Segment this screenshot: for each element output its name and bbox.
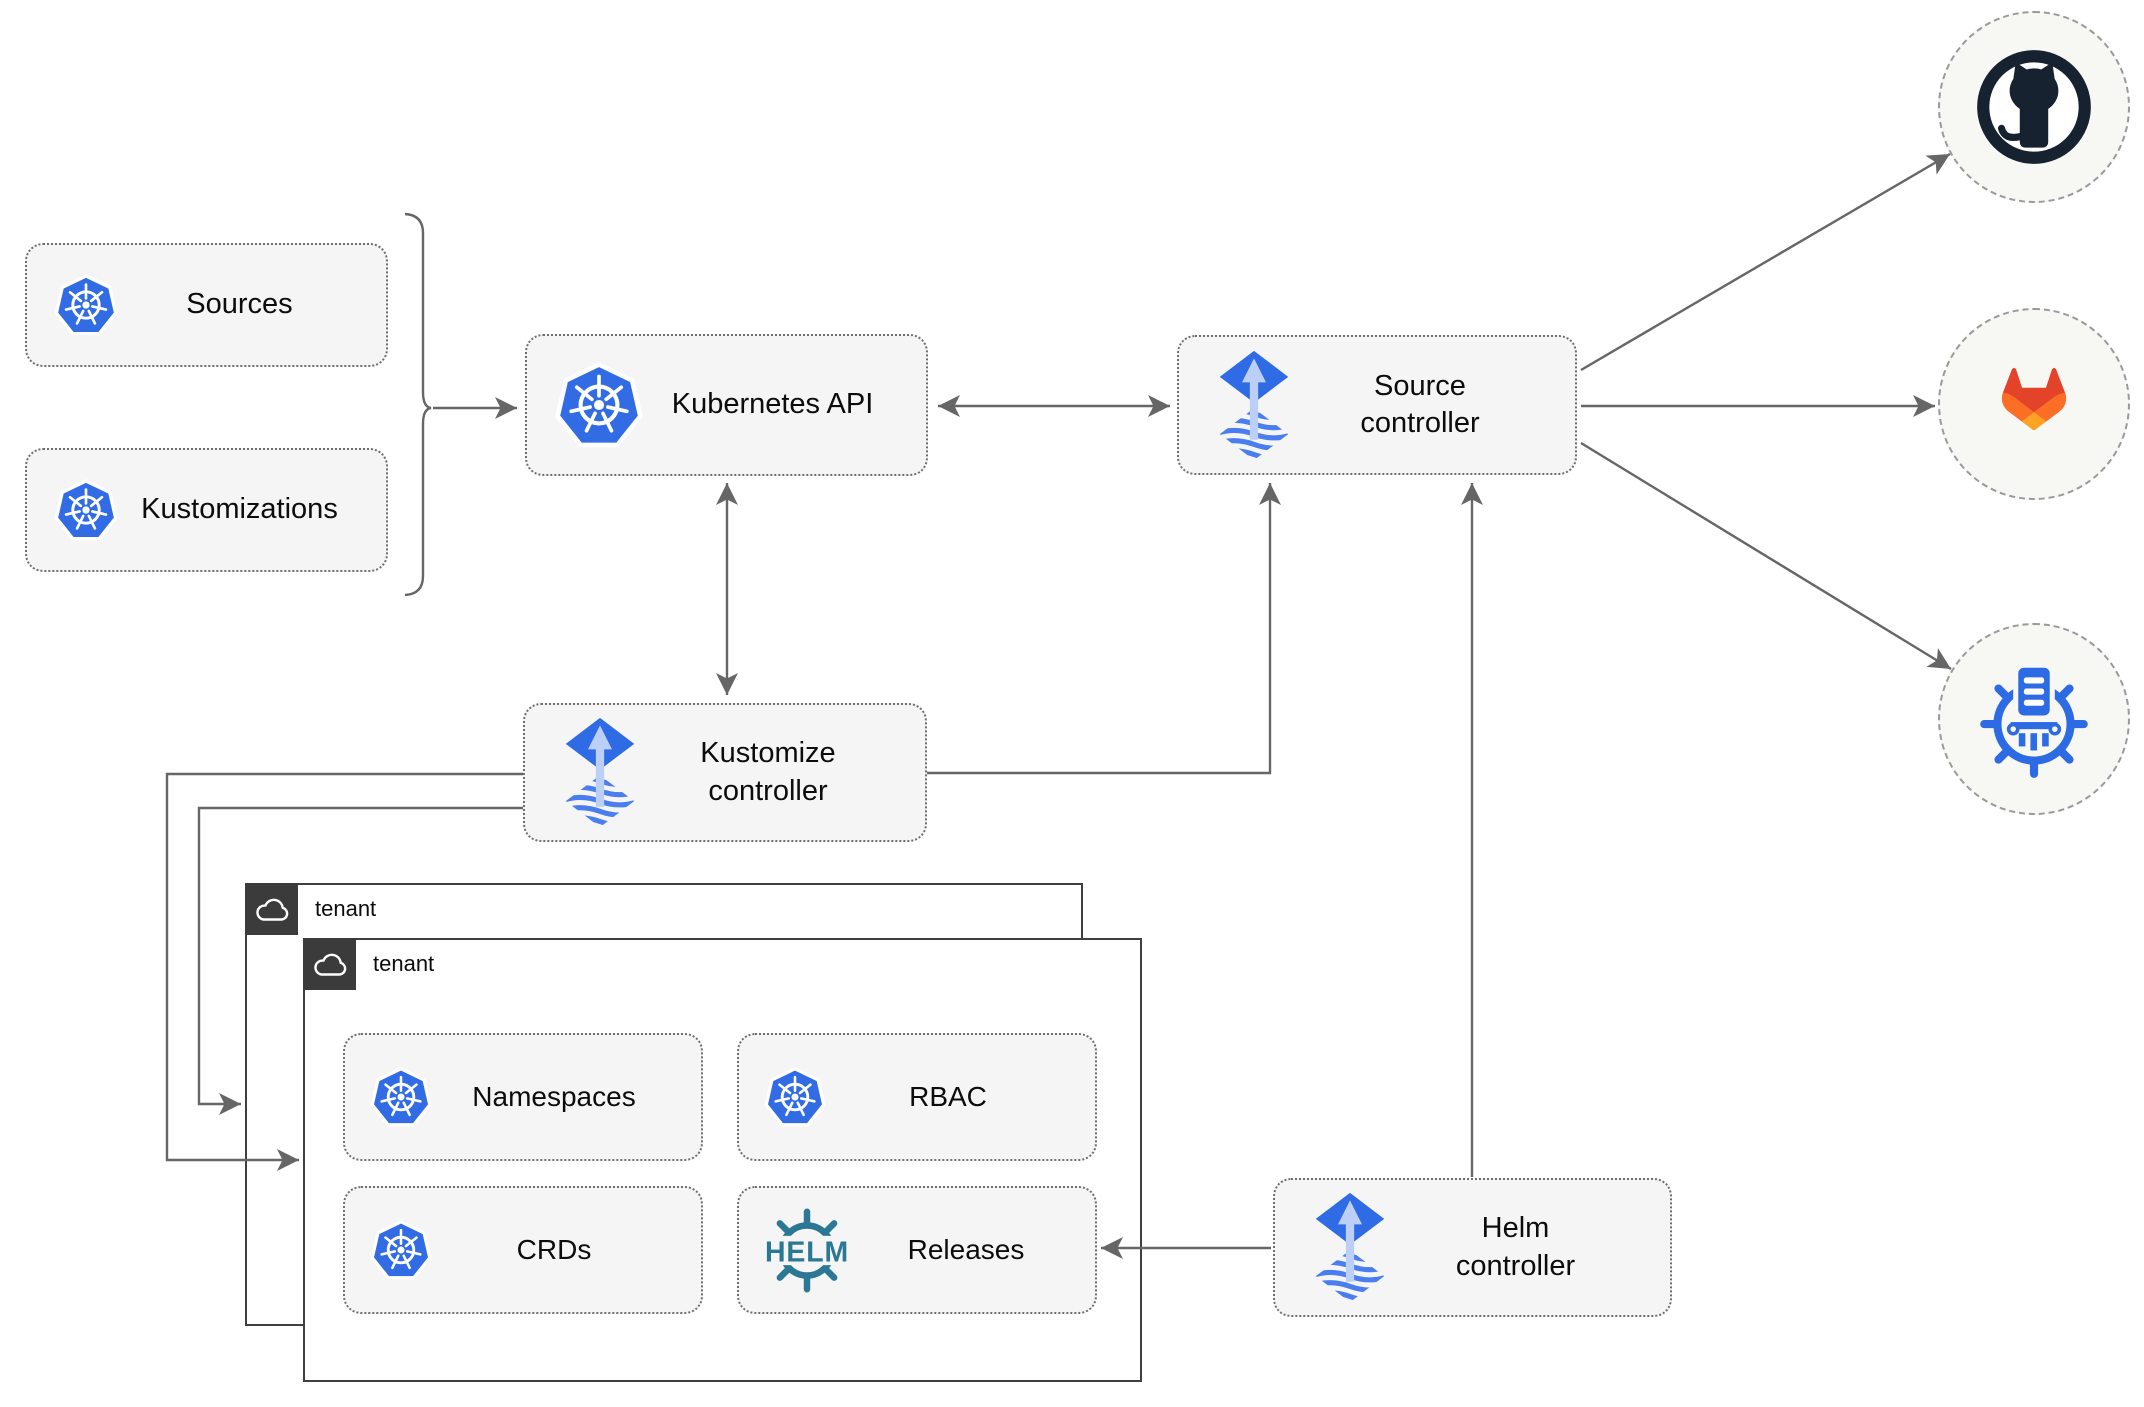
node-kustomizations: Kustomizations	[25, 448, 388, 572]
provider-github	[1938, 11, 2130, 203]
node-label: Releases	[907, 1234, 1025, 1266]
node-label: Helm controller	[1455, 1212, 1576, 1282]
node-label: Namespaces	[472, 1081, 636, 1113]
node-label: Kustomize controller	[700, 737, 836, 807]
edge-kustomize-to-source-controller	[927, 483, 1281, 775]
cloud-icon	[255, 898, 288, 921]
kubernetes-icon	[53, 272, 119, 338]
node-sources: Sources	[25, 243, 388, 367]
node-namespaces: Namespaces	[343, 1033, 703, 1161]
tenant-tag	[303, 938, 356, 990]
kubernetes-icon	[553, 359, 645, 451]
helm-logo-text: HELM	[765, 1236, 849, 1268]
gitlab-icon	[2001, 368, 2067, 430]
node-label: Source controller	[1360, 369, 1480, 439]
node-label: RBAC	[909, 1081, 987, 1113]
flux-icon	[1313, 1191, 1387, 1304]
node-kustomize-controller: Kustomize controller	[523, 703, 927, 842]
node-kubernetes-api: Kubernetes API	[525, 334, 928, 476]
tenant-tag	[245, 883, 298, 935]
grouping-bracket	[404, 212, 432, 597]
helm-icon: HELM	[751, 1203, 863, 1298]
node-label: CRDs	[516, 1234, 592, 1266]
flux-icon	[1217, 349, 1291, 462]
chartmuseum-icon	[1980, 662, 2088, 778]
kubernetes-icon	[53, 477, 119, 543]
provider-gitlab	[1938, 308, 2130, 500]
node-label: Sources	[186, 288, 293, 321]
tenant-label: tenant	[373, 951, 435, 976]
kubernetes-icon	[369, 1065, 433, 1129]
node-releases: HELM Releases	[737, 1186, 1097, 1314]
tenant-label: tenant	[315, 896, 377, 921]
kubernetes-icon	[763, 1065, 827, 1129]
node-label: Kustomizations	[141, 493, 338, 526]
node-source-controller: Source controller	[1177, 335, 1577, 475]
node-crds: CRDs	[343, 1186, 703, 1314]
flux-icon	[563, 716, 637, 829]
node-helm-controller: Helm controller	[1273, 1178, 1672, 1317]
node-rbac: RBAC	[737, 1033, 1097, 1161]
edge-source-to-github	[1580, 152, 1951, 372]
cloud-icon	[313, 953, 346, 976]
kubernetes-icon	[369, 1218, 433, 1282]
node-label: Kubernetes API	[671, 388, 874, 421]
edge-source-to-helm-chart-repository	[1580, 441, 1952, 671]
github-icon	[1977, 50, 2091, 164]
provider-helm-chart-repository	[1938, 623, 2130, 815]
